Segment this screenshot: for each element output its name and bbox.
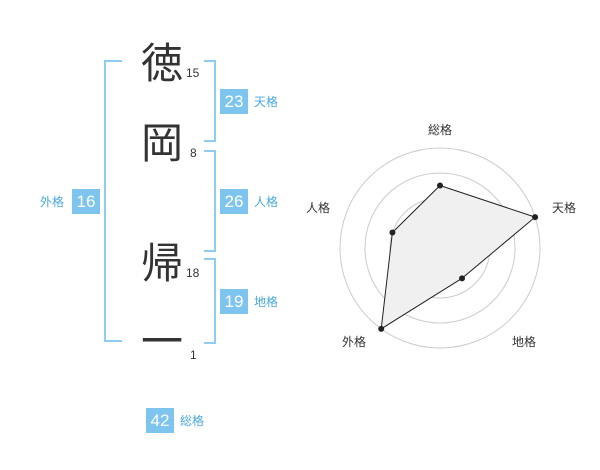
chikaku-badge: 19 bbox=[220, 289, 248, 314]
jinkaku-badge: 26 bbox=[220, 189, 248, 214]
radar-ring bbox=[339, 147, 541, 349]
name-char-4: 一 bbox=[140, 317, 183, 366]
radar-point-3 bbox=[378, 325, 385, 332]
name-char-1: 徳 bbox=[140, 39, 183, 88]
chikaku-label: 地格 bbox=[254, 295, 279, 309]
radar-point-0 bbox=[437, 182, 443, 189]
tenkaku-bracket bbox=[204, 60, 216, 142]
radar-label-jinkaku: 人格 bbox=[306, 200, 330, 215]
name-char-3: 帰 bbox=[140, 239, 183, 288]
radar-point-4 bbox=[389, 229, 396, 236]
jinkaku-bracket bbox=[204, 150, 216, 252]
chikaku-bracket bbox=[204, 258, 216, 344]
tenkaku-badge: 23 bbox=[220, 89, 248, 114]
soukaku-badge: 42 bbox=[146, 408, 174, 433]
radar-label-gaikaku: 外格 bbox=[342, 334, 366, 349]
radar-chart: 総格 天格 地格 外格 人格 bbox=[306, 122, 576, 349]
gaikaku-label: 外格 bbox=[40, 195, 65, 209]
radar-point-1 bbox=[532, 214, 539, 221]
stroke-count-1: 15 bbox=[186, 66, 200, 80]
radar-point-2 bbox=[459, 275, 466, 282]
radar-label-tenkaku: 天格 bbox=[552, 200, 576, 215]
tenkaku-label: 天格 bbox=[254, 95, 279, 109]
gaikaku-badge: 16 bbox=[72, 189, 100, 214]
radar-shape bbox=[380, 184, 537, 330]
radar-points bbox=[378, 182, 539, 332]
stroke-count-4: 1 bbox=[190, 348, 197, 362]
gaikaku-bracket bbox=[104, 60, 122, 342]
radar-ring bbox=[364, 172, 516, 324]
stroke-count-2: 8 bbox=[190, 146, 197, 160]
radar-label-soukaku: 総格 bbox=[428, 122, 452, 137]
radar-label-chikaku: 地格 bbox=[512, 334, 536, 349]
jinkaku-label: 人格 bbox=[254, 195, 279, 209]
stroke-count-3: 18 bbox=[186, 266, 200, 280]
soukaku-label: 総格 bbox=[180, 414, 205, 428]
name-char-2: 岡 bbox=[140, 119, 183, 168]
